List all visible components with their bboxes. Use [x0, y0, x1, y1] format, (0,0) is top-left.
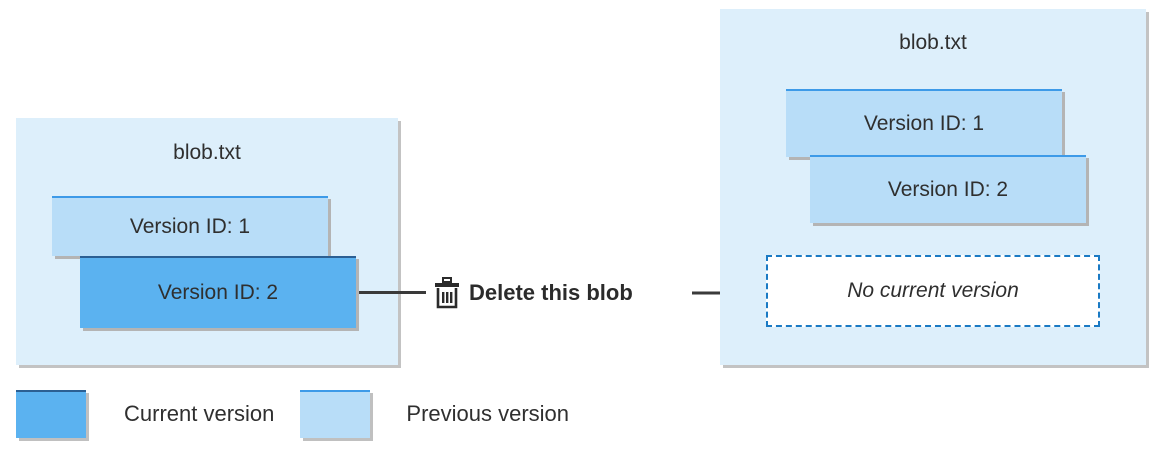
delete-blob-action[interactable]: Delete this blob [434, 272, 633, 314]
no-current-version-placeholder: No current version [766, 255, 1100, 327]
blob-container-after: blob.txt Version ID: 1 Version ID: 2 No … [720, 9, 1146, 365]
blob-name-before: blob.txt [173, 141, 241, 164]
version-card-label: Version ID: 2 [887, 178, 1009, 201]
blob-container-before: blob.txt Version ID: 1 Version ID: 2 [16, 118, 398, 365]
legend-item-current-version: Current version [16, 390, 300, 438]
legend-swatch-current [16, 390, 86, 438]
delete-blob-label: Delete this blob [469, 280, 633, 305]
blob-name-after: blob.txt [899, 31, 967, 54]
connector-line-left [354, 291, 426, 294]
version-card-after-2: Version ID: 2 [810, 155, 1086, 223]
version-card-label: Version ID: 2 [157, 281, 279, 304]
legend: Current version Previous version [16, 390, 569, 438]
legend-label-previous: Previous version [406, 401, 570, 426]
trash-icon [434, 277, 460, 309]
version-card-label: Version ID: 1 [863, 112, 985, 135]
version-card-label: Version ID: 1 [129, 215, 251, 238]
version-card-before-2: Version ID: 2 [80, 256, 356, 328]
version-card-after-1: Version ID: 1 [786, 89, 1062, 157]
version-card-before-1: Version ID: 1 [52, 196, 328, 256]
legend-swatch-previous [300, 390, 371, 438]
no-current-version-label: No current version [847, 279, 1019, 302]
legend-item-previous-version: Previous version [300, 390, 569, 438]
legend-label-current: Current version [124, 401, 275, 426]
